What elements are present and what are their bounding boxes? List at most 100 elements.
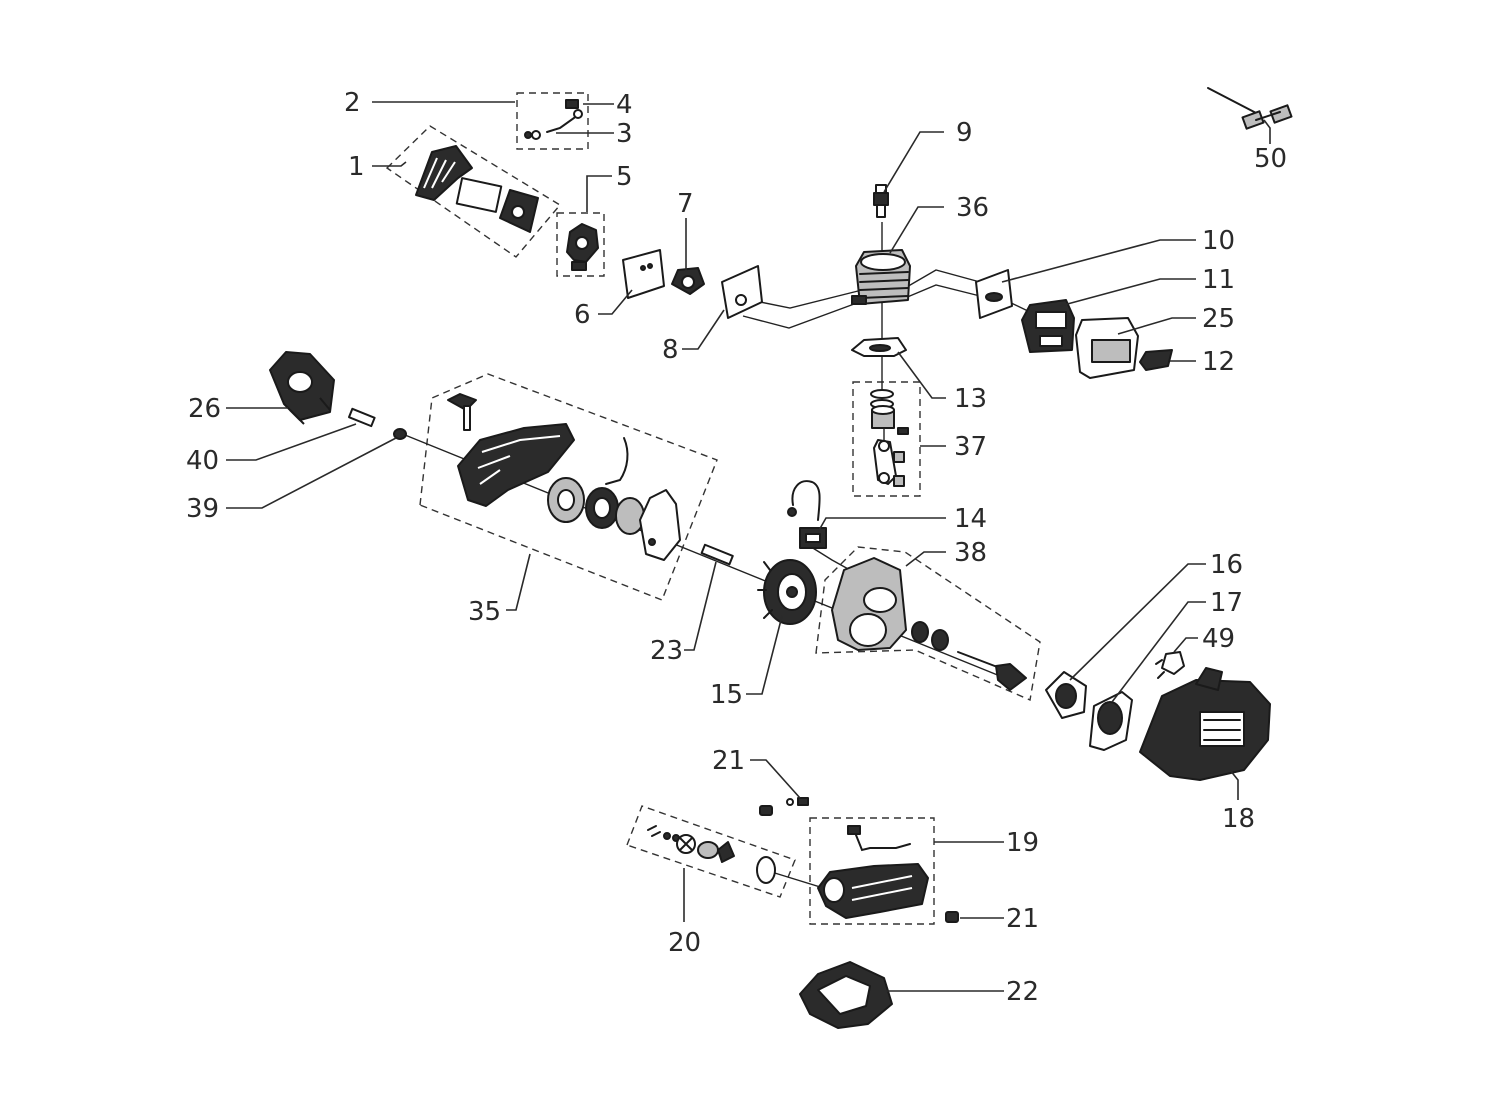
parts [269,87,1293,1029]
callout-15: 15 [710,680,743,710]
callout-26: 26 [188,394,221,424]
shaft [348,407,376,428]
group-outline-20 [626,805,796,898]
muffler-cover [1075,317,1139,379]
callout-16: 16 [1210,550,1243,580]
intake-gasket [721,265,763,319]
leader-23 [684,561,717,651]
callout-39: 39 [186,494,219,524]
callout-labels: 1 2 3 4 5 6 7 8 9 10 11 12 13 14 15 16 1… [186,88,1287,1007]
callout-7: 7 [677,189,694,219]
group-outline-19 [809,817,935,925]
coil-wire-line [807,544,851,571]
callout-8: 8 [662,335,679,365]
fuel-tank [1139,667,1271,781]
leader-13 [897,351,946,399]
clutch-housing [269,351,335,425]
callout-19: 19 [1006,828,1039,858]
callout-2: 2 [344,88,361,118]
choke-lever-parts [524,99,583,140]
leader-50 [1263,119,1271,144]
callout-23: 23 [650,636,683,666]
callout-17: 17 [1210,588,1243,618]
callout-49: 49 [1202,624,1235,654]
air-filter-assembly [415,145,539,233]
leader-49 [1173,637,1198,653]
callout-21-bottom: 21 [1006,904,1039,934]
leader-9 [883,131,944,193]
leader-10 [1001,239,1196,283]
leader-11 [1059,278,1196,307]
leader-25 [1117,317,1196,335]
callout-22: 22 [1006,977,1039,1007]
group-outline-5 [556,212,605,277]
callout-11: 11 [1202,265,1235,295]
carburetor-gasket [622,249,665,299]
leader-16 [1069,563,1206,681]
crankcase [831,557,1027,691]
leader-14 [817,517,946,533]
block-21-bottom [945,911,959,923]
callout-25: 25 [1202,304,1235,334]
callout-1: 1 [348,152,365,182]
leader-40 [226,423,357,461]
carburetor [566,223,599,271]
ignition-coil [787,480,827,549]
cylinder [851,249,911,305]
piston-assembly [870,389,909,487]
callout-4: 4 [616,90,633,120]
callout-6: 6 [574,300,591,330]
leader-18 [1229,769,1239,800]
throttle-hardware [647,825,776,884]
pin-shaft [700,543,734,566]
callout-35: 35 [468,597,501,627]
leader-6 [598,289,633,315]
callout-18: 18 [1222,804,1255,834]
block-21-top [759,805,773,816]
leader-8 [682,309,725,350]
callout-20: 20 [668,928,701,958]
cylinder-right-line [904,269,981,289]
fan-housing-plate [1089,691,1133,751]
group-outline-38 [815,546,1041,701]
callout-10: 10 [1202,226,1235,256]
handle-22 [799,961,893,1029]
cylinder-gasket-left-line [742,299,866,329]
callout-14: 14 [954,504,987,534]
spark-plug-wrench [1207,87,1293,130]
primer-bulb [1155,651,1185,679]
group-outline-1 [385,125,562,258]
starter-assembly [447,393,681,561]
group-outline-37 [852,381,921,497]
callout-40: 40 [186,446,219,476]
leader-38 [905,551,946,567]
muffler [1021,299,1075,353]
leader-1 [372,161,407,167]
leader-39 [226,437,397,509]
callout-12: 12 [1202,347,1235,377]
nut [393,428,407,440]
callout-3: 3 [616,119,633,149]
leader-5 [586,175,612,212]
cylinder-right-line-2 [904,284,981,299]
handle-assembly [817,825,929,919]
callout-36: 36 [956,193,989,223]
cylinder-gasket-left-line-2 [759,289,863,309]
callout-38: 38 [954,538,987,568]
leader-36 [889,206,944,254]
group-outline-35 [419,373,718,601]
callout-50: 50 [1254,144,1287,174]
callout-9: 9 [956,118,973,148]
leader-35 [506,553,531,611]
group-outline-2 [516,92,589,150]
callout-5: 5 [616,162,633,192]
leader-21-top [750,759,801,799]
callout-13: 13 [954,384,987,414]
callout-37: 37 [954,432,987,462]
leader-lines [226,101,1271,992]
flywheel [757,559,817,625]
leader-15 [746,615,783,695]
muffler-gasket [1139,349,1173,371]
assembly-group-outlines [385,92,1041,925]
